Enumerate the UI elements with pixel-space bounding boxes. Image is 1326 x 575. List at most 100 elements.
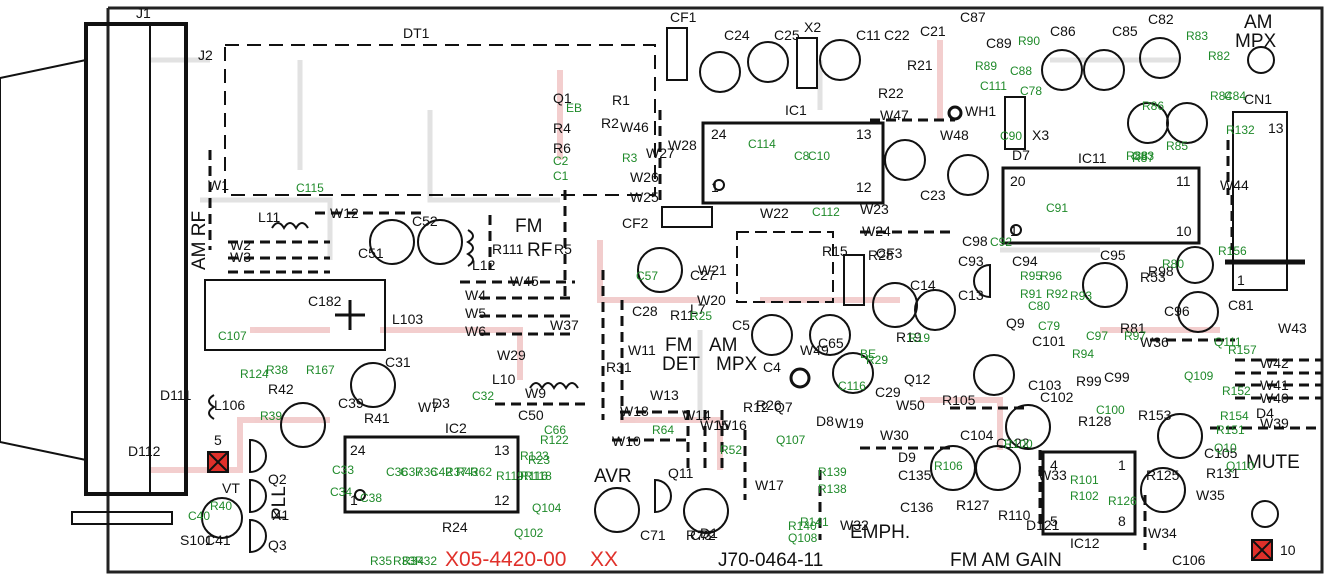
silk-r38: R38	[266, 363, 288, 377]
ref-c101: C101	[1032, 333, 1066, 349]
silk-r96: R96	[1040, 269, 1062, 283]
silk-c116: C116	[838, 379, 866, 393]
right-pin-marker	[1251, 539, 1273, 561]
ref-c106: C106	[1172, 552, 1206, 568]
silk-r3: R3	[622, 151, 638, 165]
ref-wh1: WH1	[965, 103, 996, 119]
silk-r94: R94	[1072, 347, 1094, 361]
ic2-pin-1: 1	[350, 492, 358, 508]
cn1-pin-1: 1	[1237, 272, 1245, 288]
ref-c98: C98	[962, 233, 988, 249]
ref-r5: R5	[554, 241, 572, 257]
silk-c111: C111	[980, 79, 1007, 93]
ref-c21: C21	[920, 23, 946, 39]
ref-q3: Q3	[268, 537, 287, 553]
silk-r152: R152	[1222, 384, 1251, 398]
ref-c96: C96	[1164, 303, 1190, 319]
silk-r33: R33	[393, 554, 415, 568]
ic11-pin-20: 20	[1010, 173, 1026, 189]
silk-c115: C115	[296, 181, 324, 195]
ic11-pin-10: 10	[1176, 223, 1192, 239]
silk-r89: R89	[975, 59, 997, 73]
ref-r98: R98	[1148, 263, 1174, 279]
dt1-label: DT1	[403, 25, 430, 41]
silk-r37: R37	[445, 465, 467, 479]
ic12-pin-8: 8	[1118, 513, 1126, 529]
grey-traces	[150, 57, 1180, 420]
ref-r110: R110	[998, 507, 1031, 523]
silk-c34: C34	[330, 485, 352, 499]
ref-r41: R41	[364, 410, 390, 426]
big-labels: AM MPX FM RF AM RF FM AM DET MPX AVR MUT…	[136, 5, 1300, 571]
ref-w4: W4	[465, 287, 486, 303]
ref-q7: Q7	[774, 399, 793, 415]
board-notch	[0, 0, 108, 8]
ref-w25: W25	[630, 189, 659, 205]
silk-r100: R100	[1004, 437, 1033, 451]
silk-c100: C100	[1096, 403, 1125, 417]
det-label: DET	[662, 354, 700, 375]
silk-r90: R90	[1018, 34, 1040, 48]
ref-s101: S101	[180, 532, 213, 548]
silk-r132: R132	[1226, 123, 1255, 137]
ref-l10: L10	[492, 371, 516, 387]
ref-r11: R11	[670, 307, 695, 323]
ref-r1: R1	[612, 92, 630, 108]
ref-c65: C65	[818, 335, 844, 351]
ref-w9: W9	[525, 385, 546, 401]
ref-w18: W18	[620, 403, 649, 419]
ref-w13: W13	[650, 387, 679, 403]
silk-c57: C57	[636, 269, 658, 283]
ic12-pin-1: 1	[1118, 457, 1126, 473]
ic2-label: IC2	[445, 420, 467, 436]
avr-label: AVR	[594, 466, 632, 487]
am-rf-cross	[335, 300, 365, 330]
ref-r153: R153	[1138, 407, 1172, 423]
vt-label: VT	[222, 480, 240, 496]
ref-w34: W34	[1148, 525, 1177, 541]
ref-d8: D8	[816, 413, 834, 429]
ic2-pin-12: 12	[494, 492, 510, 508]
ref-r12: R12	[743, 399, 769, 415]
ref-c51: C51	[358, 245, 384, 261]
silk-c10: C10	[808, 149, 830, 163]
ic11-pin-1: 1	[1010, 223, 1018, 239]
silk-c38: C38	[360, 491, 382, 505]
ref-w16: W16	[718, 417, 747, 433]
ref-c95: C95	[1100, 247, 1126, 263]
silk-r88: R88	[1126, 149, 1148, 163]
ref-w26: W26	[630, 169, 659, 185]
ref-c27: C27	[690, 267, 716, 283]
ref-w11: W11	[628, 342, 656, 358]
ref-c94: C94	[1012, 253, 1038, 269]
silk-c84: C84	[1224, 89, 1246, 103]
ic1-label: IC1	[785, 102, 807, 118]
serial-suffix: XX	[590, 548, 618, 571]
mpx-label: MPX	[1235, 31, 1277, 52]
ref-d4: D4	[1256, 405, 1274, 421]
ref-c4: C4	[763, 359, 781, 375]
ref-c24: C24	[724, 27, 750, 43]
ref-r127: R127	[956, 497, 990, 513]
ref-c86: C86	[1050, 23, 1076, 39]
silk-r106: R106	[934, 459, 963, 473]
silk-r126: R126	[1108, 494, 1137, 508]
ref-d9: D9	[898, 449, 916, 465]
gain-label: FM AM GAIN	[950, 550, 1062, 571]
ref-d1: D1	[700, 525, 718, 541]
silk-r138: R138	[818, 482, 847, 496]
silk-q10: Q10	[1214, 441, 1237, 455]
ref-w46: W46	[620, 119, 649, 135]
ref-r105: R105	[942, 392, 976, 408]
ref-c82: C82	[1148, 11, 1174, 27]
ic12-label: IC12	[1070, 535, 1100, 551]
silk-r32: R32	[415, 554, 437, 568]
ref-w47: W47	[880, 107, 909, 123]
silk-r123: R123	[520, 449, 549, 463]
ref-w23: W23	[860, 201, 889, 217]
ref-r53: R53	[1140, 269, 1166, 285]
silk-r102: R102	[1070, 489, 1099, 503]
silk-c97: C97	[1086, 329, 1108, 343]
